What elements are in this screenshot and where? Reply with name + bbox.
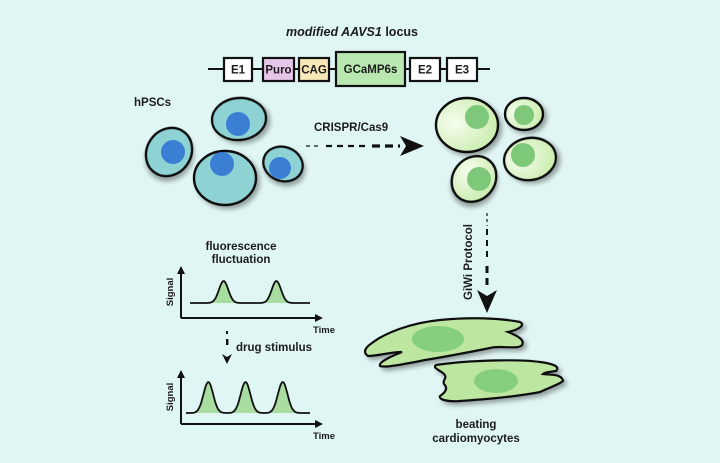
y-axis-arrow-icon (177, 266, 185, 274)
stem-cell-nucleus (210, 152, 234, 176)
locus-box-label: E3 (455, 65, 469, 77)
y-axis-label: Signal (165, 383, 176, 412)
drug-stimulus-label: drug stimulus (236, 342, 312, 354)
locus-box-label: E2 (418, 65, 432, 77)
gcamp-cell-nucleus (465, 105, 489, 129)
fluorescence-title-line1: fluorescence (206, 241, 277, 253)
locus-title: modified AAVS1 locus (286, 25, 418, 39)
stem-cell (144, 126, 194, 178)
gcamp-cell-nucleus (514, 105, 534, 125)
stem-cell (210, 96, 268, 142)
locus-element-cag: CAG (297, 56, 331, 83)
signal-peak-fill (196, 382, 222, 413)
signal-peak-fill (212, 281, 236, 303)
crispr-label: CRISPR/Cas9 (314, 122, 388, 134)
arrowhead-icon (400, 136, 424, 156)
stem-cell-nucleus (269, 157, 291, 179)
signal-line (190, 280, 310, 304)
locus-box-label: E1 (231, 65, 246, 77)
y-axis-arrow-icon (177, 370, 185, 378)
locus-element-gcamp6s: GCaMP6s (334, 50, 407, 88)
x-axis-arrow-icon (315, 314, 323, 322)
gcamp-cell (450, 154, 498, 204)
gcamp-cell (502, 136, 558, 182)
engineered-cell-group (434, 96, 558, 204)
gcamp-cell-membrane (434, 96, 500, 154)
signal-peak-fill (233, 382, 259, 413)
signal-peak-fill (270, 382, 296, 413)
cardiomyocytes-label-line1: beating (456, 419, 497, 431)
locus-box (408, 56, 442, 83)
locus-box (334, 50, 407, 88)
cardiomyocyte-nucleus (474, 369, 518, 393)
x-axis-label: Time (313, 325, 335, 336)
crispr-arrow (306, 136, 424, 156)
giwi-protocol-label: GiWi Protocol (463, 224, 475, 300)
locus-box (222, 56, 254, 83)
gcamp-cell (503, 96, 545, 132)
hpsc-cell-group (144, 96, 304, 207)
locus-box (261, 56, 296, 83)
stem-cell-nucleus (226, 112, 250, 136)
gcamp-cell (434, 96, 500, 154)
drug-arrow (222, 331, 232, 364)
locus-element-e3: E3 (445, 56, 479, 83)
y-axis-label: Signal (165, 278, 176, 307)
cardiomyocyte-group (363, 317, 565, 403)
hpsc-label: hPSCs (134, 97, 171, 109)
stem-cell (262, 145, 304, 183)
stem-cell (192, 149, 258, 207)
arrowhead-icon (477, 290, 497, 313)
locus-box (297, 56, 331, 83)
stem-cell-membrane (192, 149, 258, 207)
cardiomyocyte-nucleus (412, 326, 464, 352)
gcamp-cell-nucleus (467, 167, 491, 191)
signal-line (186, 381, 310, 414)
locus-box-label: CAG (301, 65, 327, 77)
fluorescence-title-line2: fluctuation (212, 254, 271, 266)
locus-box-label: GCaMP6s (344, 64, 398, 76)
locus-element-e2: E2 (408, 56, 442, 83)
locus-element-puro: Puro (261, 56, 296, 83)
arrowhead-icon (222, 354, 232, 364)
signal-peak-fill (264, 281, 288, 303)
x-axis-label: Time (313, 431, 335, 442)
locus-box-label: Puro (265, 65, 291, 77)
stem-cell-nucleus (161, 140, 185, 164)
locus-elements: E1 Puro CAG GCaMP6s E2 E3 (222, 50, 479, 88)
cardiomyocytes-label-line2: cardiomyocytes (432, 433, 520, 445)
x-axis-arrow-icon (315, 420, 323, 428)
gcamp-cell-nucleus (511, 143, 535, 167)
locus-box (445, 56, 479, 83)
locus-element-e1: E1 (222, 56, 254, 83)
giwi-arrow (477, 213, 497, 313)
